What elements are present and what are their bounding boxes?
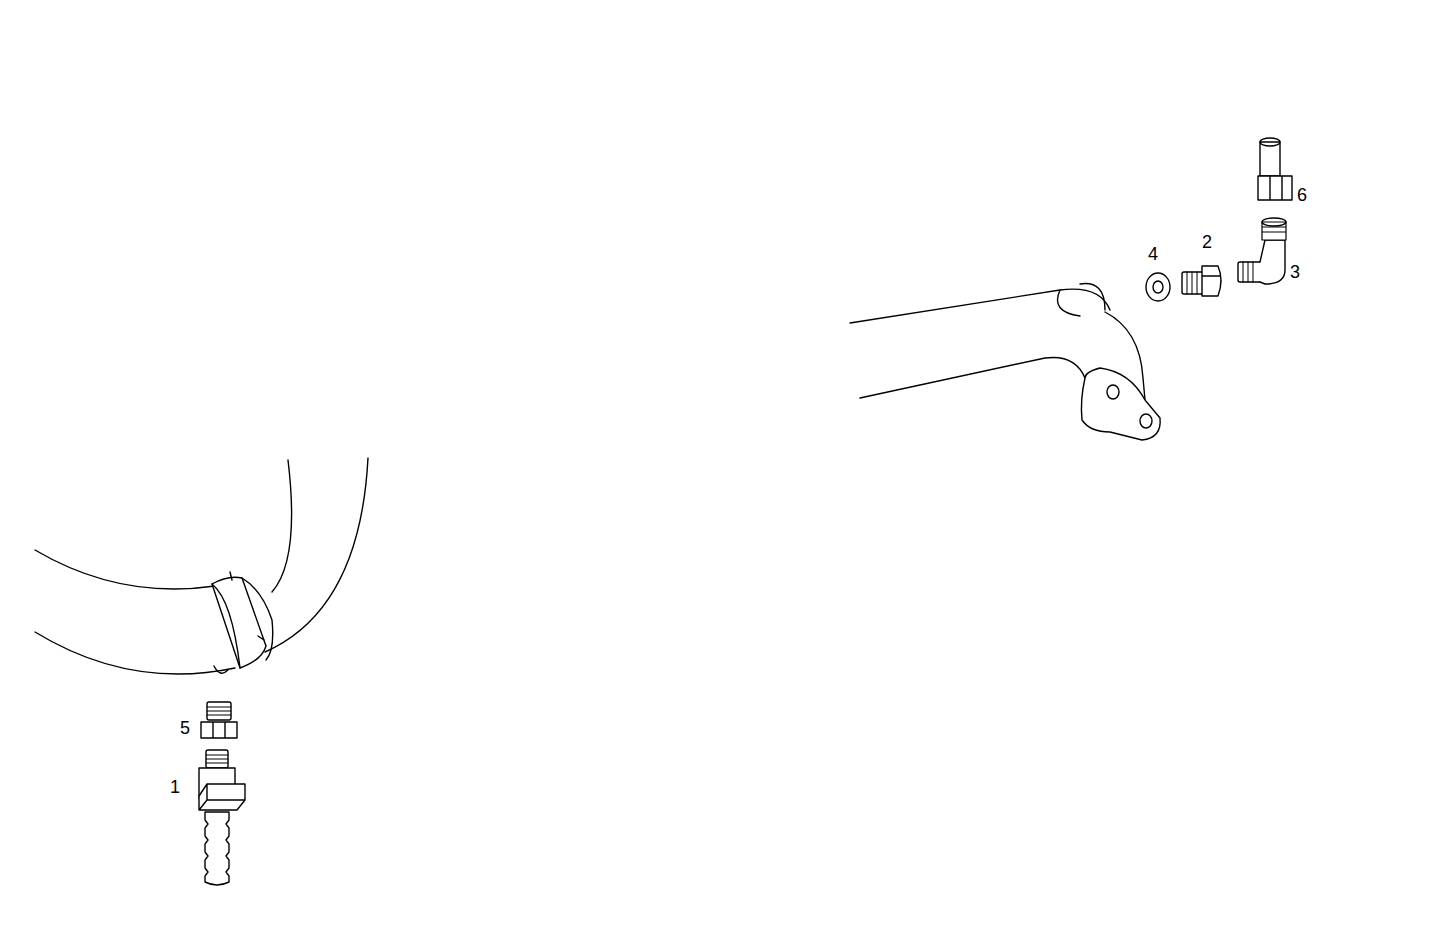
flange-hole — [1140, 414, 1152, 428]
callout-number: 5 — [180, 719, 190, 737]
hose-line — [35, 632, 235, 674]
flange-hole — [1107, 385, 1119, 399]
thread-lines — [1243, 262, 1253, 282]
hex-nut — [201, 722, 237, 738]
thread-lines — [1187, 272, 1197, 294]
pipe-line — [850, 289, 1110, 323]
hose-nipple — [214, 666, 228, 673]
fitting-thread — [207, 702, 231, 720]
callout-number: 4 — [1148, 245, 1158, 263]
plug-thread — [1182, 272, 1204, 294]
hose-line — [265, 458, 368, 652]
callout-number: 6 — [1297, 186, 1307, 204]
washer-hole — [1153, 281, 1163, 293]
elbow-thread — [1238, 262, 1262, 282]
hose-clamp — [242, 578, 273, 660]
union-tube — [1260, 142, 1280, 176]
hose-clamp — [212, 577, 266, 668]
pipe-line — [860, 357, 1085, 398]
thread-lines — [206, 755, 228, 763]
thread-lines — [207, 707, 231, 715]
pipe-flange — [1081, 368, 1160, 440]
callout-number: 2 — [1202, 233, 1212, 251]
hose-line — [35, 550, 215, 589]
washer — [1146, 273, 1170, 301]
pipe-end — [1058, 284, 1106, 316]
union-nut — [1258, 176, 1292, 200]
elbow-body — [1260, 240, 1285, 284]
callout-number: 3 — [1290, 263, 1300, 281]
union-opening — [1260, 138, 1280, 146]
callout-number: 1 — [170, 778, 180, 796]
elbow-opening — [1262, 218, 1286, 226]
tap-lever — [199, 784, 245, 810]
hose-barb — [205, 812, 229, 885]
fitting-thread — [206, 750, 228, 768]
hose-line — [272, 460, 292, 592]
hose-clamp — [212, 584, 240, 668]
clamp-tab — [230, 572, 264, 640]
plug-head — [1202, 266, 1221, 296]
